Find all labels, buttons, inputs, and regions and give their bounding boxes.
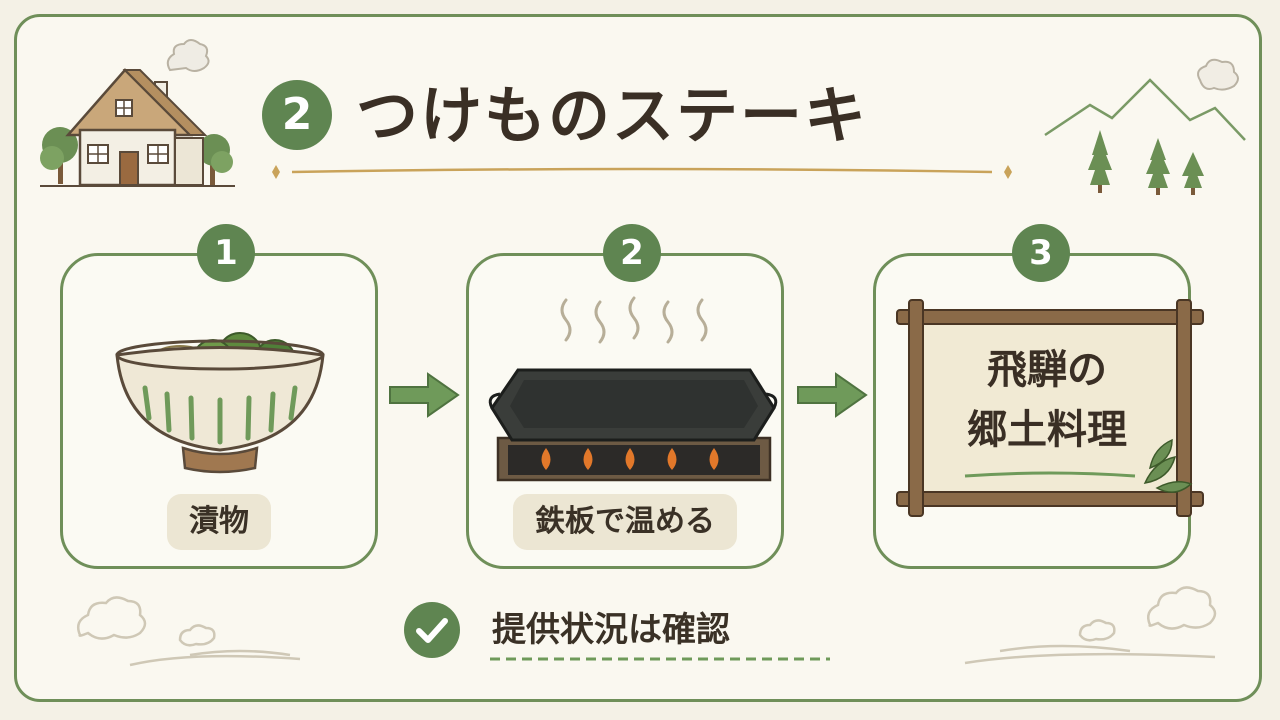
step-label-pickles: 漬物 [167, 494, 271, 550]
availability-note: 提供状況は確認 [404, 598, 864, 662]
sign-line-2: 郷土料理 [967, 406, 1127, 453]
sign-line-1: 飛騨の [987, 346, 1107, 393]
iron-griddle-illustration [488, 296, 778, 482]
cloud-decoration-left [77, 596, 301, 667]
availability-note-text: 提供状況は確認 [492, 610, 730, 650]
checkmark-icon [404, 602, 460, 658]
title-underline [272, 165, 1012, 179]
step-number-1: 1 [197, 224, 255, 282]
cloud-decoration-right [964, 586, 1217, 665]
step-number-3: 3 [1012, 224, 1070, 282]
arrow-right-icon [797, 372, 868, 418]
note-underline [490, 657, 830, 661]
pickle-bowl-illustration [115, 332, 325, 474]
house-illustration [40, 39, 235, 187]
step-label-griddle: 鉄板で温める [513, 494, 737, 550]
sign-text: 飛騨の 郷土料理 [912, 340, 1182, 460]
mountain-illustration [1044, 58, 1246, 195]
page-title: つけものステーキ [356, 79, 869, 152]
step-number-2: 2 [603, 224, 661, 282]
wooden-sign-illustration [896, 299, 1204, 517]
arrow-right-icon [389, 372, 460, 418]
title-area: 2 つけものステーキ [262, 74, 1022, 184]
title-number-badge: 2 [262, 80, 332, 150]
